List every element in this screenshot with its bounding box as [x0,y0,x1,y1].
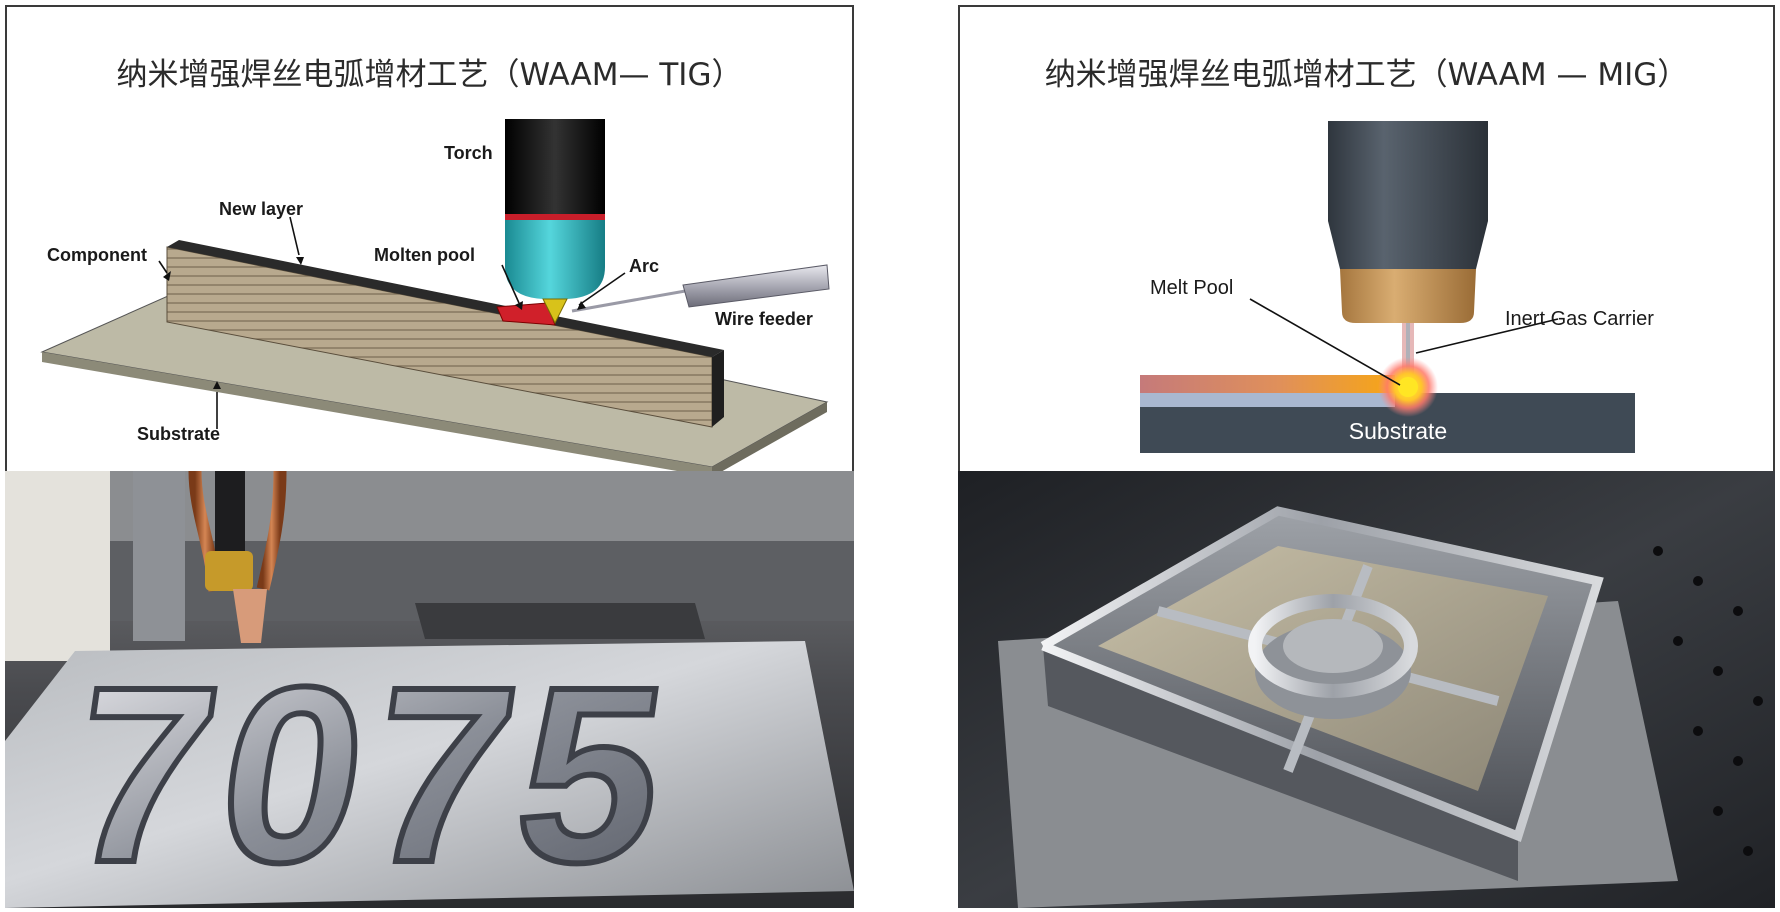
tig-photo-panel: 7075 [5,471,854,908]
mig-diagram-panel: 纳米增强焊丝电弧增材工艺（WAAM — MIG） [958,5,1775,473]
substrate-edge-front [42,352,712,471]
component-end [712,350,724,427]
label-substrate: Substrate [137,424,220,444]
base-plate [5,641,854,908]
central-boss-rim [1248,594,1418,698]
mig-torch-tip [1340,269,1476,323]
torch-band [505,214,605,220]
arc-cone [542,298,568,325]
wire-feeder [682,264,830,308]
molten-pool [496,302,556,326]
torch-nozzle [505,220,605,299]
frame-rim [1040,506,1604,842]
mig-substrate-block [1140,407,1635,453]
label-melt-pool: Melt Pool [1150,277,1233,299]
central-boss-hole [1283,619,1383,673]
label-component: Component [47,245,147,265]
torch-body [505,119,605,219]
mig-deposit-layer [1140,375,1395,393]
mig-wire-core [1406,323,1410,375]
tig-diagram: Torch New layer Component Molten pool Ar… [40,119,830,471]
mig-torch-body [1328,121,1488,221]
mig-substrate-top [1395,393,1635,407]
label-molten-pool: Molten pool [374,245,475,265]
label-torch: Torch [444,143,493,163]
component-top [167,240,724,357]
mig-interlayer [1140,393,1395,407]
mig-diagram: Melt Pool Inert Gas Carrier Substrate [1140,121,1654,453]
mig-title: 纳米增强焊丝电弧增材工艺（WAAM — MIG） [1044,57,1689,93]
mig-torch-taper [1328,221,1488,269]
left-shield [5,471,110,661]
label-mig-substrate: Substrate [1349,418,1447,444]
deposited-numerals: 7075 [52,633,693,908]
tig-title: 纳米增强焊丝电弧增材工艺（WAAM— TIG） [116,57,743,93]
tig-photo: 7075 [5,471,854,908]
ceramic-cup [233,589,267,643]
frame-front-wall [1043,646,1518,881]
brass-fitting [205,551,253,591]
substrate-edge-right [712,402,827,471]
torch-clamp [133,471,185,641]
tig-diagram-panel: 纳米增强焊丝电弧增材工艺（WAAM— TIG） [5,5,854,473]
bead-text-7075: 7075 [55,636,690,908]
table-holes [1653,546,1763,856]
label-wire-feeder: Wire feeder [715,309,813,329]
spare-plate [415,603,705,639]
mig-photo-panel [958,471,1775,908]
mig-photo [958,471,1775,908]
label-arc: Arc [629,256,659,276]
label-inert-gas-carrier: Inert Gas Carrier [1505,308,1654,330]
copper-hose-2 [256,471,287,591]
mig-melt-pool [1398,377,1418,397]
wire [571,288,692,313]
label-new-layer: New layer [219,199,303,219]
machine-frame [5,471,854,541]
